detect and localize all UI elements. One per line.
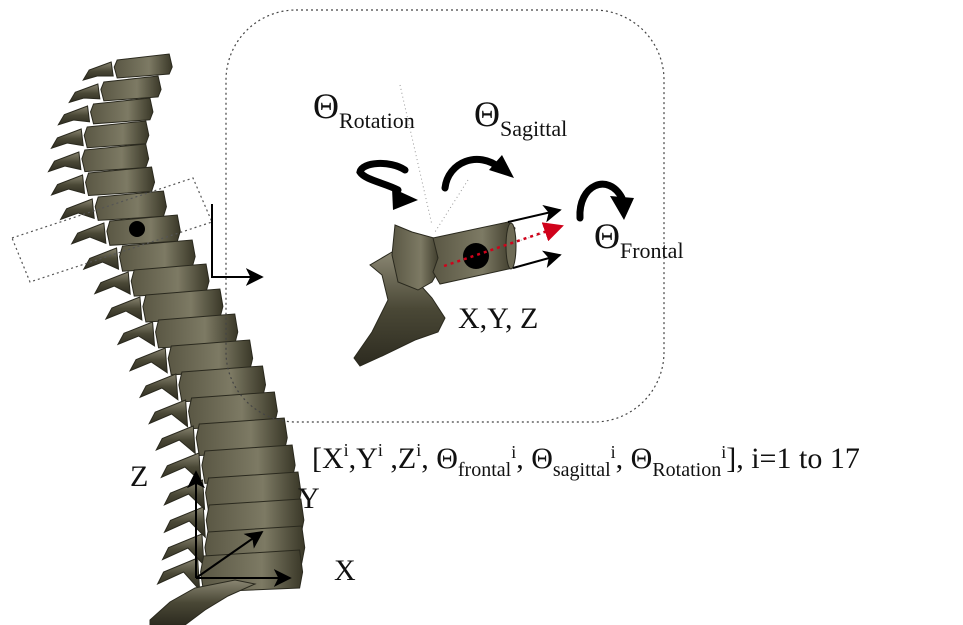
spinous-process	[118, 322, 155, 346]
global-y-label: Y	[298, 482, 320, 515]
spinous-process	[140, 374, 178, 400]
spinous-process	[164, 480, 204, 509]
theta-frontal-label: ΘFrontal	[594, 216, 684, 263]
sagittal-axis-guide	[435, 180, 468, 232]
spinous-process	[69, 84, 100, 102]
local-axis-upper-arrow	[508, 210, 560, 222]
sagittal-arrow-icon	[445, 155, 514, 188]
spinous-process	[156, 426, 195, 454]
spinous-process	[161, 453, 201, 481]
vertebral-body	[91, 98, 153, 124]
spinous-process	[164, 507, 205, 537]
spinous-process	[61, 199, 95, 219]
spinous-process	[72, 223, 106, 244]
vertebral-body	[82, 144, 149, 172]
pointer-arrow	[212, 204, 262, 277]
spinous-process	[95, 272, 130, 294]
spinous-process	[58, 106, 89, 125]
vertebral-body	[84, 121, 149, 148]
spinous-process	[149, 400, 187, 427]
spinous-process	[106, 297, 142, 320]
vertebral-body	[114, 54, 172, 78]
spinous-process	[51, 129, 83, 148]
vertebra-centroid-dot	[129, 221, 145, 237]
spinous-process	[52, 175, 85, 195]
global-z-label: Z	[130, 460, 148, 493]
rotation-arrow-icon	[360, 163, 418, 210]
local-xyz-label: X,Y, Z	[458, 302, 538, 335]
frontal-arrow-icon	[580, 184, 634, 220]
spinous-process	[130, 348, 167, 373]
spinous-process	[83, 62, 113, 80]
vertebral-body	[101, 76, 161, 101]
spine-model	[48, 54, 304, 592]
vertebral-body	[95, 191, 166, 220]
local-axis-lower-arrow	[513, 255, 560, 268]
parameter-formula: [Xi,Yi ,Zi, Θfrontali, Θsagittali, ΘRota…	[312, 440, 860, 481]
global-x-label: X	[334, 554, 356, 587]
theta-rotation-label: ΘRotation	[313, 86, 415, 133]
spinous-process	[158, 558, 200, 590]
zoomed-centroid-dot	[463, 243, 489, 269]
zoomed-vertebra	[354, 222, 516, 366]
theta-sagittal-label: ΘSagittal	[474, 94, 567, 141]
spinous-process	[48, 152, 80, 172]
sacrum	[150, 580, 255, 625]
